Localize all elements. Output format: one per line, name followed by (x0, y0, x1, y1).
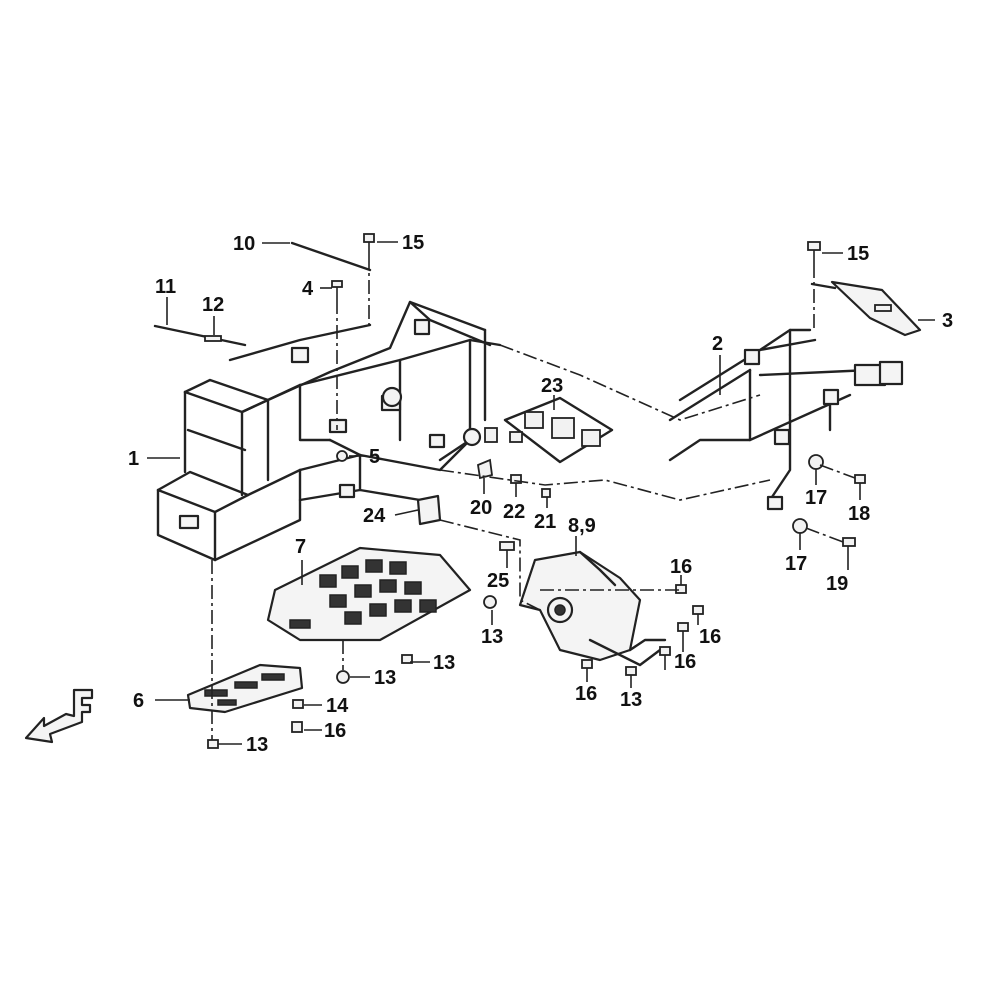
callout-25: 25 (487, 570, 509, 592)
callout-15-b: 15 (847, 243, 869, 265)
callout-4: 4 (302, 278, 314, 300)
callout-7: 7 (295, 536, 306, 558)
drive-cover (518, 550, 667, 667)
callout-16-a: 16 (324, 720, 346, 742)
callout-19: 19 (826, 573, 848, 595)
rear-subframe (668, 328, 904, 511)
foot-plate (186, 663, 304, 714)
callout-16-b: 16 (670, 556, 692, 578)
callout-13-e: 13 (620, 689, 642, 711)
bracket-plate (810, 280, 922, 337)
callout-13-b: 13 (433, 652, 455, 674)
callout-6: 6 (133, 690, 144, 712)
callout-12: 12 (202, 294, 224, 316)
callout-16-d: 16 (674, 651, 696, 673)
callout-14: 14 (326, 695, 349, 717)
callout-23: 23 (541, 375, 563, 397)
front-direction-arrow-icon: F (24, 688, 94, 744)
assembly-lines (211, 255, 856, 740)
callout-10: 10 (233, 233, 255, 255)
callout-18: 18 (848, 503, 870, 525)
main-frame (156, 300, 502, 562)
callout-20: 20 (470, 497, 492, 519)
callout-3: 3 (942, 310, 953, 332)
hardware (153, 233, 866, 749)
callout-17-a: 17 (805, 487, 827, 509)
callout-16-e: 16 (575, 683, 597, 705)
callout-13-c: 13 (374, 667, 396, 689)
callout-8-9: 8,9 (568, 515, 596, 537)
callout-15-a: 15 (402, 232, 424, 254)
callout-1: 1 (128, 448, 139, 470)
callout-labels: 1 2 3 4 5 6 7 8,9 10 11 12 13 13 13 13 1… (128, 232, 953, 756)
skid-plate (266, 546, 472, 642)
callout-13-d: 13 (246, 734, 268, 756)
leader-lines (147, 241, 935, 745)
bracket-set-box (484, 396, 614, 464)
direction-letter: F (70, 710, 71, 712)
callout-16-c: 16 (699, 626, 721, 648)
callout-11: 11 (155, 276, 176, 298)
callout-2: 2 (712, 333, 723, 355)
callout-13-a: 13 (481, 626, 503, 648)
callout-5: 5 (369, 446, 380, 468)
callout-17-b: 17 (785, 553, 807, 575)
callout-22: 22 (503, 501, 525, 523)
callout-24: 24 (363, 505, 386, 527)
callout-21: 21 (534, 511, 556, 533)
